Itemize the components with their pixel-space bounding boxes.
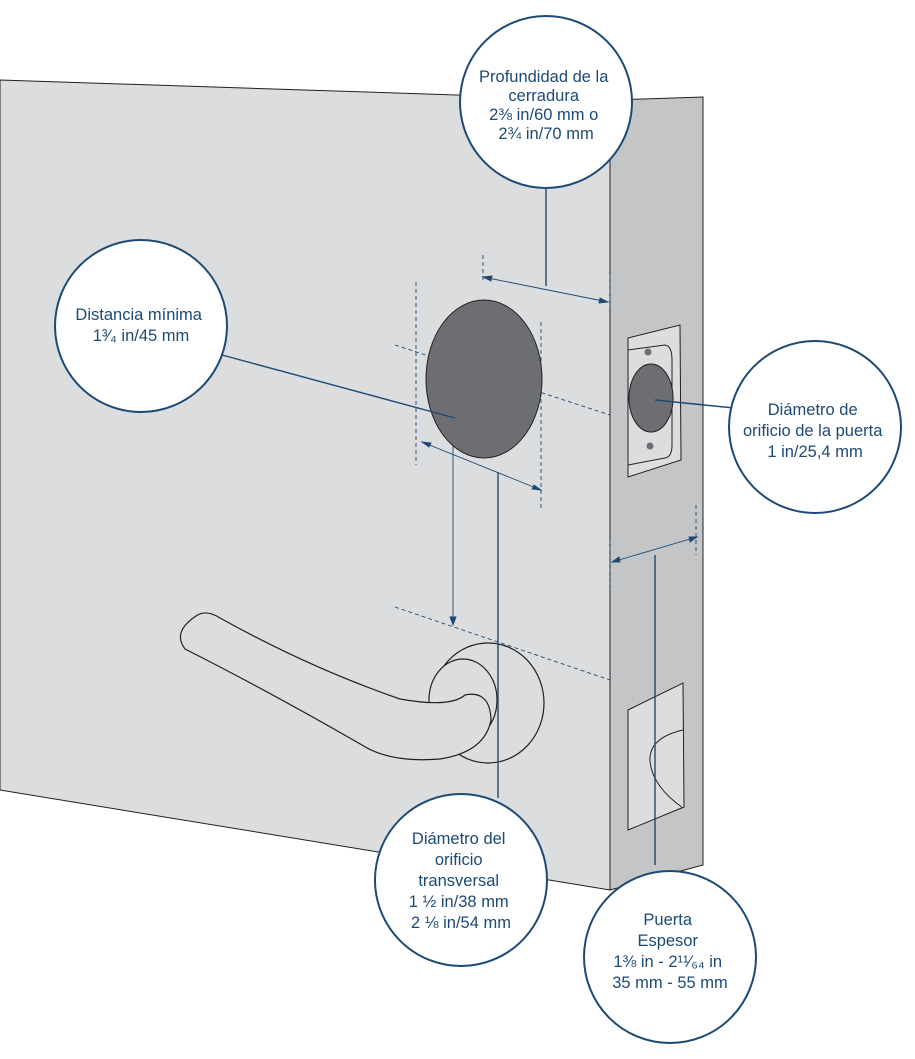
cross-bore-hole [425, 299, 543, 459]
callout-door-thickness-text: Puerta Espesor 1⅜ in - 2¹¹⁄₆₄ in 35 mm -… [612, 911, 728, 992]
callout-door-thickness: Puerta Espesor 1⅜ in - 2¹¹⁄₆₄ in 35 mm -… [583, 870, 757, 1044]
callout-door-hole-diameter: Diámetro de orificio de la puerta 1 in/2… [728, 340, 902, 514]
screw-hole-top [644, 348, 652, 356]
callout-lock-depth: Profundidad de la cerradura 2⅜ in/60 mm … [459, 15, 633, 189]
leader-lines [221, 185, 735, 865]
door-edge-bore-hole [628, 363, 674, 433]
callout-cross-bore-diameter-text: Diámetro del orificio transversal 1 ½ in… [409, 830, 514, 932]
latch-faceplate [627, 324, 682, 478]
door-face [0, 79, 611, 891]
screw-hole-bottom [646, 442, 654, 450]
lever-handle [179, 612, 545, 764]
callout-min-distance: Distancia mínima 1³⁄₄ in/45 mm [54, 239, 228, 413]
callout-lock-depth-text: Profundidad de la cerradura 2⅜ in/60 mm … [479, 68, 613, 143]
strike-cutout [627, 682, 685, 831]
callout-cross-bore-diameter: Diámetro del orificio transversal 1 ½ in… [374, 793, 548, 967]
callout-door-hole-diameter-text: Diámetro de orificio de la puerta 1 in/2… [743, 401, 887, 461]
callout-min-distance-text: Distancia mínima 1³⁄₄ in/45 mm [75, 306, 206, 345]
